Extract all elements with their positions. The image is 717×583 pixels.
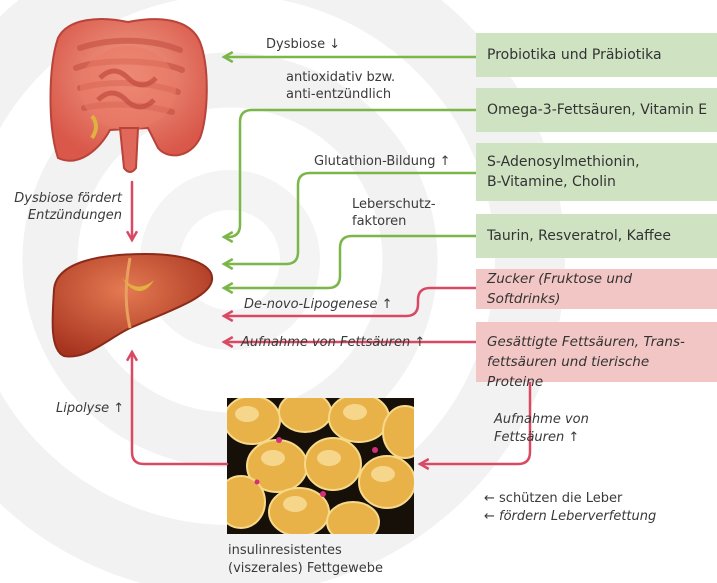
arrow-taurin-to-liver <box>224 236 476 288</box>
box-probiotics: Probiotika und Präbiotika <box>476 33 717 77</box>
tissue-caption-line2: (viszerales) Fettgewebe <box>228 560 383 577</box>
box-sugar: Zucker (Fruktose und Softdrinks) <box>476 269 717 309</box>
box-saturated-fats-line1: Gesättigte Fettsäuren, Trans- <box>487 332 709 352</box>
box-saturated-fats: Gesättigte Fettsäuren, Trans- fettsäuren… <box>476 322 717 382</box>
box-omega3: Omega-3-Fettsäuren, Vitamin E <box>476 88 717 132</box>
label-lipolyse: Lipolyse ↑ <box>56 400 124 417</box>
label-denovo: De-novo-Lipogenese ↑ <box>244 296 393 313</box>
arrow-same-to-liver <box>224 173 476 264</box>
label-dysbiose-fordert: Dysbiose fördert Entzündungen <box>12 190 122 224</box>
box-sam: S-Adenosylmethionin, B-Vitamine, Cholin <box>476 143 717 201</box>
label-dysbiose-fordert-line1: Dysbiose fördert <box>12 190 122 207</box>
box-probiotics-text: Probiotika und Präbiotika <box>487 45 662 65</box>
label-dysbiose-fordert-line2: Entzündungen <box>12 207 122 224</box>
label-antiox-line2: anti-entzündlich <box>286 86 391 103</box>
box-taurin-text: Taurin, Resveratrol, Kaffee <box>487 226 671 246</box>
label-dysbiose: Dysbiose ↓ <box>266 36 340 53</box>
tissue-caption-line1: insulinresistentes <box>228 542 342 559</box>
label-aufnahme-left: Aufnahme von Fettsäuren ↑ <box>241 334 425 351</box>
box-sugar-text: Zucker (Fruktose und Softdrinks) <box>487 269 709 309</box>
label-antiox-line1: antioxidativ bzw. <box>286 69 395 86</box>
box-omega3-text: Omega-3-Fettsäuren, Vitamin E <box>487 100 707 120</box>
box-sam-line2: B-Vitamine, Cholin <box>487 172 709 192</box>
label-aufnahme-right-line2: Fettsäuren ↑ <box>494 429 579 446</box>
arrow-tissue-to-liver <box>132 352 227 464</box>
legend-protect: ← schützen die Leber <box>484 490 622 507</box>
label-leberschutz-line1: Leberschutz- <box>352 196 436 213</box>
label-aufnahme-right-line1: Aufnahme von <box>494 411 589 428</box>
box-sam-line1: S-Adenosylmethionin, <box>487 152 709 172</box>
label-leberschutz-line2: faktoren <box>352 213 406 230</box>
label-glutathion: Glutathion-Bildung ↑ <box>314 153 451 170</box>
box-saturated-fats-line2: fettsäuren und tierische Proteine <box>487 352 709 392</box>
box-taurin: Taurin, Resveratrol, Kaffee <box>476 214 717 258</box>
legend-promote: ← fördern Leberverfettung <box>484 508 656 525</box>
